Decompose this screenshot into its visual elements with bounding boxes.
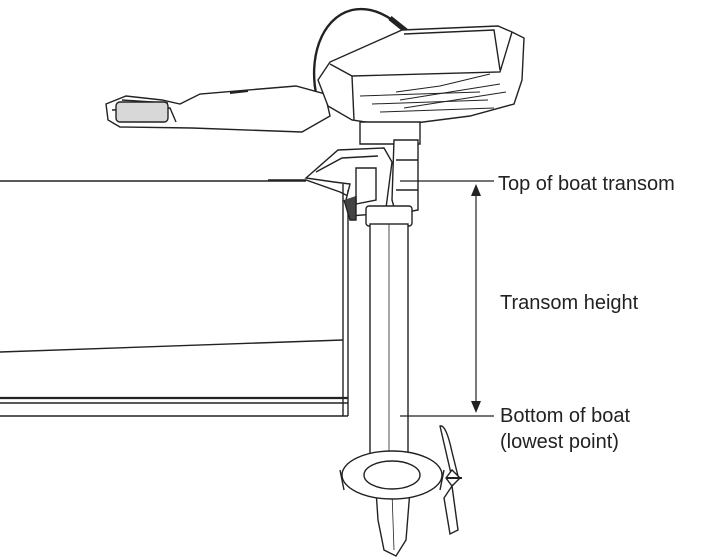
- motor-neck: [359, 121, 421, 145]
- outboard-motor-icon: [105, 7, 525, 557]
- propeller-icon: [439, 425, 462, 536]
- annotation-lines: [400, 180, 494, 417]
- clamp-screw: [343, 196, 357, 221]
- lowest-point-label: (lowest point): [500, 431, 619, 453]
- transom-height-label: Transom height: [500, 292, 639, 314]
- arrowhead-down: [471, 401, 481, 413]
- boat-hull: [0, 179, 349, 417]
- bottom-of-boat-label: Bottom of boat: [500, 405, 631, 427]
- mount-block: [391, 139, 419, 215]
- motor-shaft-collar: [365, 205, 413, 227]
- arrowhead-up: [471, 184, 481, 196]
- dimension-arrowheads: [471, 184, 481, 413]
- boat-side-line: [0, 339, 344, 353]
- power-cable: [312, 7, 405, 99]
- transom-top-cap: [268, 179, 349, 197]
- top-of-transom-label: Top of boat transom: [498, 173, 675, 195]
- tiller-grip: [115, 101, 169, 123]
